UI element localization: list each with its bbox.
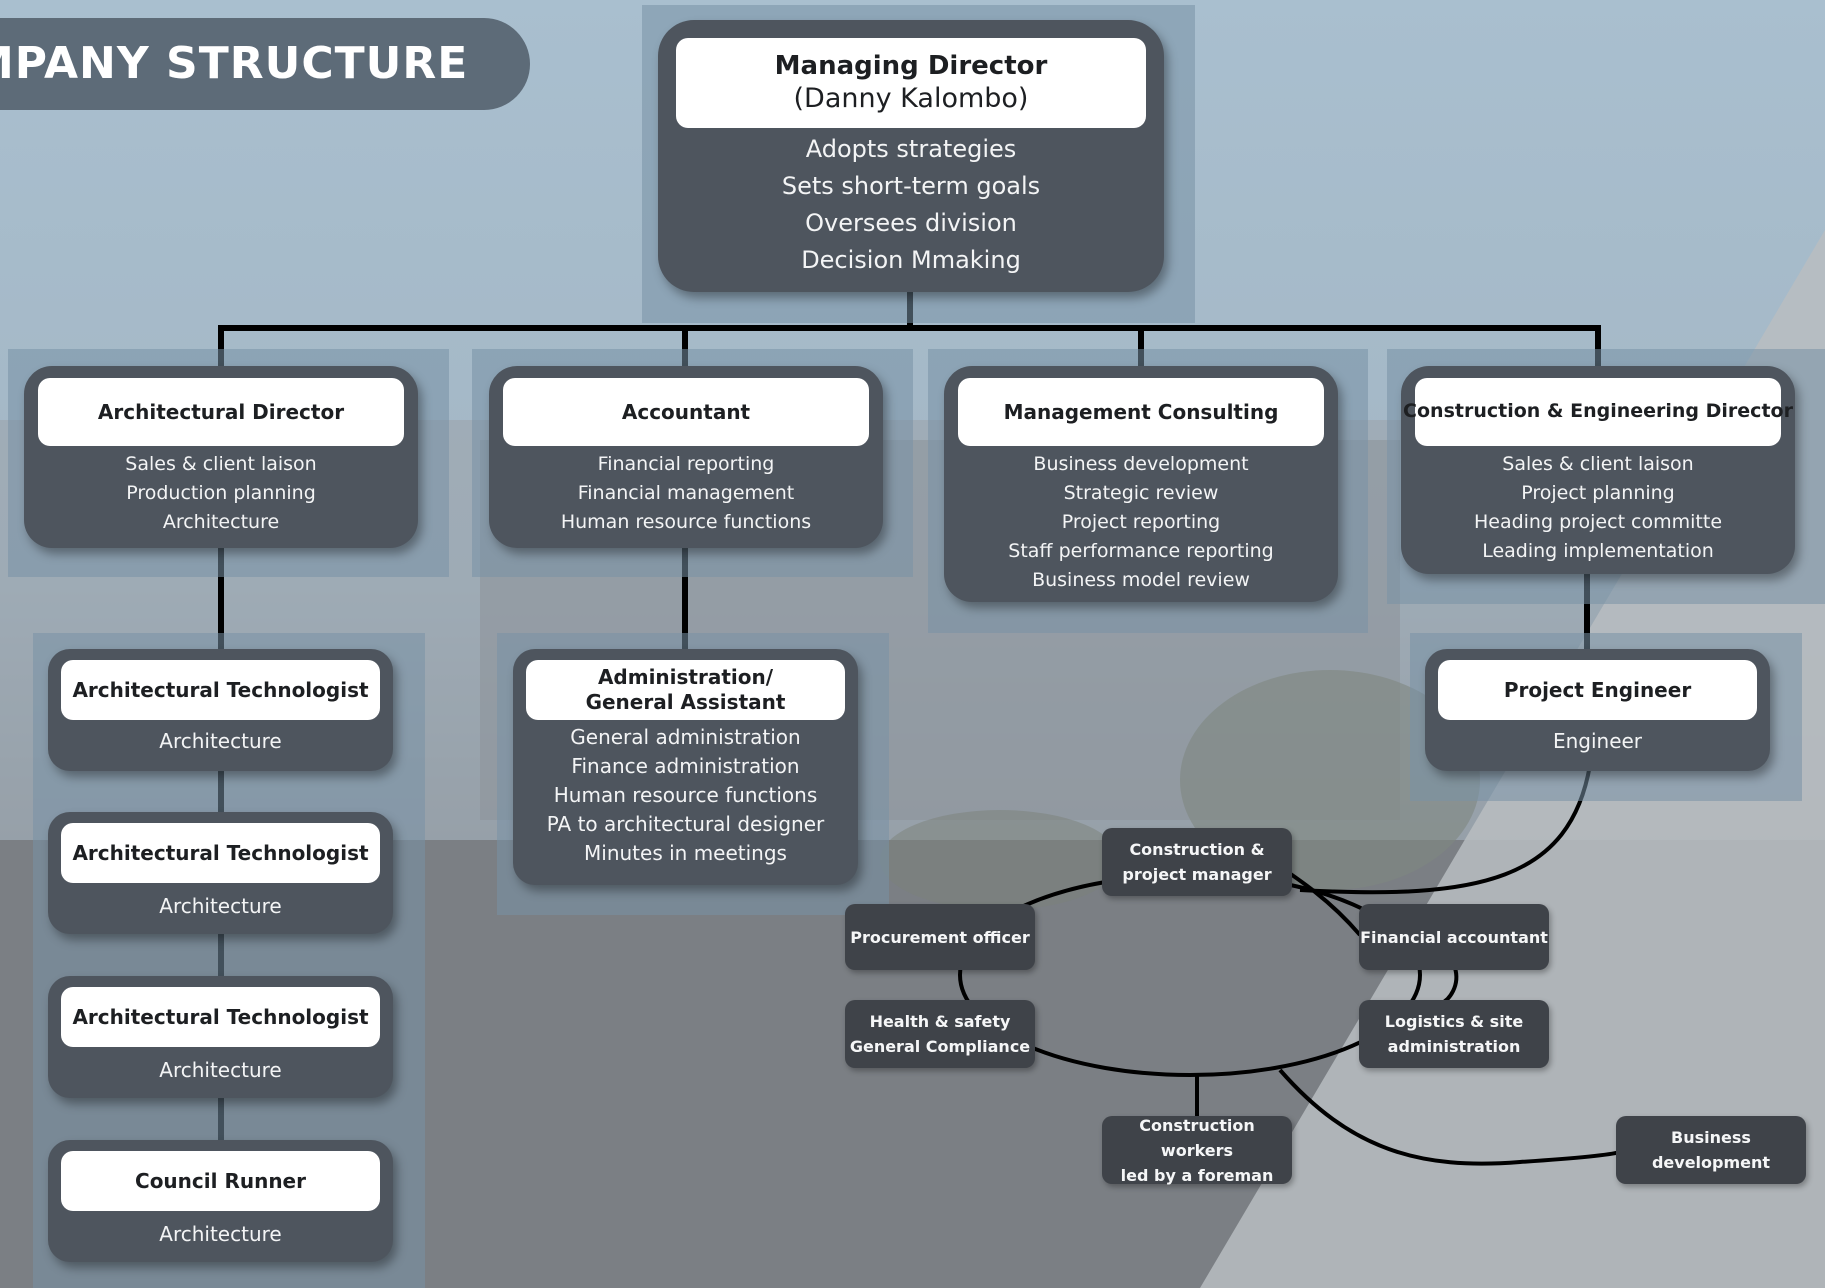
arch-technologist-duty: Architecture xyxy=(48,1056,393,1085)
duty-item: Project reporting xyxy=(1061,511,1221,533)
managing-director-card: Managing Director (Danny Kalombo) Adopts… xyxy=(658,20,1164,292)
duty-item: Staff performance reporting xyxy=(1008,540,1274,562)
arch-technologist-title-box: Architectural Technologist xyxy=(61,660,380,720)
duty-item: Sales & client laison xyxy=(1502,453,1694,475)
accountant-title-box: Accountant xyxy=(503,378,869,446)
managing-director-title-box: Managing Director (Danny Kalombo) xyxy=(676,38,1146,128)
duty-item: Business model review xyxy=(1032,569,1250,591)
architectural-director-duties: Sales & client laison Production plannin… xyxy=(24,450,418,537)
admin-assistant-title-line1: Administration/ xyxy=(597,665,774,689)
arch-technologist-title: Architectural Technologist xyxy=(72,840,369,865)
node-label: Logistics & site xyxy=(1384,1012,1524,1031)
health-safety-node: Health & safety General Compliance xyxy=(845,1000,1035,1068)
duty-item: Human resource functions xyxy=(553,783,818,807)
duty-item: Architecture xyxy=(162,511,280,533)
duty-item: Project planning xyxy=(1521,482,1675,504)
construction-director-title-box: Construction & Engineering Director xyxy=(1403,378,1793,446)
duty-item: Decision Mmaking xyxy=(801,246,1021,274)
duty-item: Architecture xyxy=(159,729,282,753)
construction-director-card: Construction & Engineering Director Sale… xyxy=(1401,366,1795,574)
duty-item: Architecture xyxy=(159,1058,282,1082)
architectural-director-card: Architectural Director Sales & client la… xyxy=(24,366,418,548)
procurement-officer-node: Procurement officer xyxy=(845,904,1035,970)
business-development-node: Business development xyxy=(1616,1116,1806,1184)
duty-item: Human resource functions xyxy=(560,511,812,533)
construction-manager-node: Construction & project manager xyxy=(1102,828,1292,896)
admin-assistant-title-line2: General Assistant xyxy=(585,690,786,714)
duty-item: Production planning xyxy=(126,482,316,504)
node-label: led by a foreman xyxy=(1120,1165,1274,1185)
managing-director-title: Managing Director xyxy=(774,50,1048,81)
duty-item: Oversees division xyxy=(805,209,1017,237)
duty-item: Heading project committe xyxy=(1473,511,1723,533)
arch-technologist-card-1: Architectural Technologist Architecture xyxy=(48,649,393,771)
duty-item: Adopts strategies xyxy=(805,135,1017,163)
node-label: Construction & xyxy=(1129,840,1265,859)
project-engineer-card: Project Engineer Engineer xyxy=(1425,649,1770,771)
financial-accountant-node: Financial accountant xyxy=(1359,904,1549,970)
duty-item: Leading implementation xyxy=(1482,540,1714,562)
accountant-title: Accountant xyxy=(621,399,751,424)
construction-director-title: Construction & Engineering Director xyxy=(1403,400,1793,423)
duty-item: Sets short-term goals xyxy=(781,172,1041,200)
node-label: Financial accountant xyxy=(1360,927,1548,947)
project-engineer-title-box: Project Engineer xyxy=(1438,660,1757,720)
node-label: administration xyxy=(1387,1037,1521,1056)
node-label: development xyxy=(1651,1153,1771,1172)
admin-assistant-duties: General administration Finance administr… xyxy=(513,723,858,868)
arch-technologist-card-3: Architectural Technologist Architecture xyxy=(48,976,393,1098)
arch-technologist-duty: Architecture xyxy=(48,727,393,756)
architectural-director-title-box: Architectural Director xyxy=(38,378,404,446)
management-consulting-title: Management Consulting xyxy=(1003,399,1279,424)
project-engineer-title: Project Engineer xyxy=(1503,677,1692,702)
page-title: MPANY STRUCTURE xyxy=(0,38,469,89)
duty-item: Engineer xyxy=(1552,729,1643,753)
duty-item: Finance administration xyxy=(571,754,800,778)
duty-item: PA to architectural designer xyxy=(546,812,825,836)
admin-assistant-card: Administration/ General Assistant Genera… xyxy=(513,649,858,885)
management-consulting-duties: Business development Strategic review Pr… xyxy=(944,450,1338,595)
node-label: Procurement officer xyxy=(850,927,1030,947)
arch-technologist-title-box: Architectural Technologist xyxy=(61,823,380,883)
node-label: General Compliance xyxy=(849,1037,1031,1056)
council-runner-title: Council Runner xyxy=(135,1168,306,1193)
duty-item: Financial management xyxy=(577,482,795,504)
council-runner-title-box: Council Runner xyxy=(61,1151,380,1211)
duty-item: Architecture xyxy=(159,1222,282,1246)
arch-technologist-title: Architectural Technologist xyxy=(72,1004,369,1029)
project-engineer-duty: Engineer xyxy=(1425,727,1770,756)
construction-workers-node: Construction workers led by a foreman xyxy=(1102,1115,1292,1185)
duty-item: Strategic review xyxy=(1063,482,1219,504)
arch-technologist-card-2: Architectural Technologist Architecture xyxy=(48,812,393,934)
council-runner-card: Council Runner Architecture xyxy=(48,1140,393,1262)
node-label: Business xyxy=(1671,1128,1751,1147)
accountant-card: Accountant Financial reporting Financial… xyxy=(489,366,883,548)
duty-item: General administration xyxy=(570,725,801,749)
duty-item: Sales & client laison xyxy=(125,453,317,475)
construction-director-duties: Sales & client laison Project planning H… xyxy=(1401,450,1795,566)
duty-item: Minutes in meetings xyxy=(584,841,787,865)
duty-item: Business development xyxy=(1033,453,1249,475)
arch-technologist-duty: Architecture xyxy=(48,892,393,921)
arch-technologist-title-box: Architectural Technologist xyxy=(61,987,380,1047)
accountant-duties: Financial reporting Financial management… xyxy=(489,450,883,537)
node-label: project manager xyxy=(1122,865,1272,884)
management-consulting-card: Management Consulting Business developme… xyxy=(944,366,1338,602)
duty-item: Architecture xyxy=(159,894,282,918)
duty-item: Financial reporting xyxy=(597,453,775,475)
council-runner-duty: Architecture xyxy=(48,1220,393,1249)
arch-technologist-title: Architectural Technologist xyxy=(72,677,369,702)
managing-director-name: (Danny Kalombo) xyxy=(793,83,1029,115)
node-label: Health & safety xyxy=(869,1012,1011,1031)
management-consulting-title-box: Management Consulting xyxy=(958,378,1324,446)
admin-assistant-title-box: Administration/ General Assistant xyxy=(526,660,845,720)
managing-director-duties: Adopts strategies Sets short-term goals … xyxy=(658,131,1164,279)
node-label: Construction workers xyxy=(1139,1115,1255,1160)
header-banner: MPANY STRUCTURE xyxy=(0,18,530,110)
logistics-node: Logistics & site administration xyxy=(1359,1000,1549,1068)
architectural-director-title: Architectural Director xyxy=(97,399,345,424)
